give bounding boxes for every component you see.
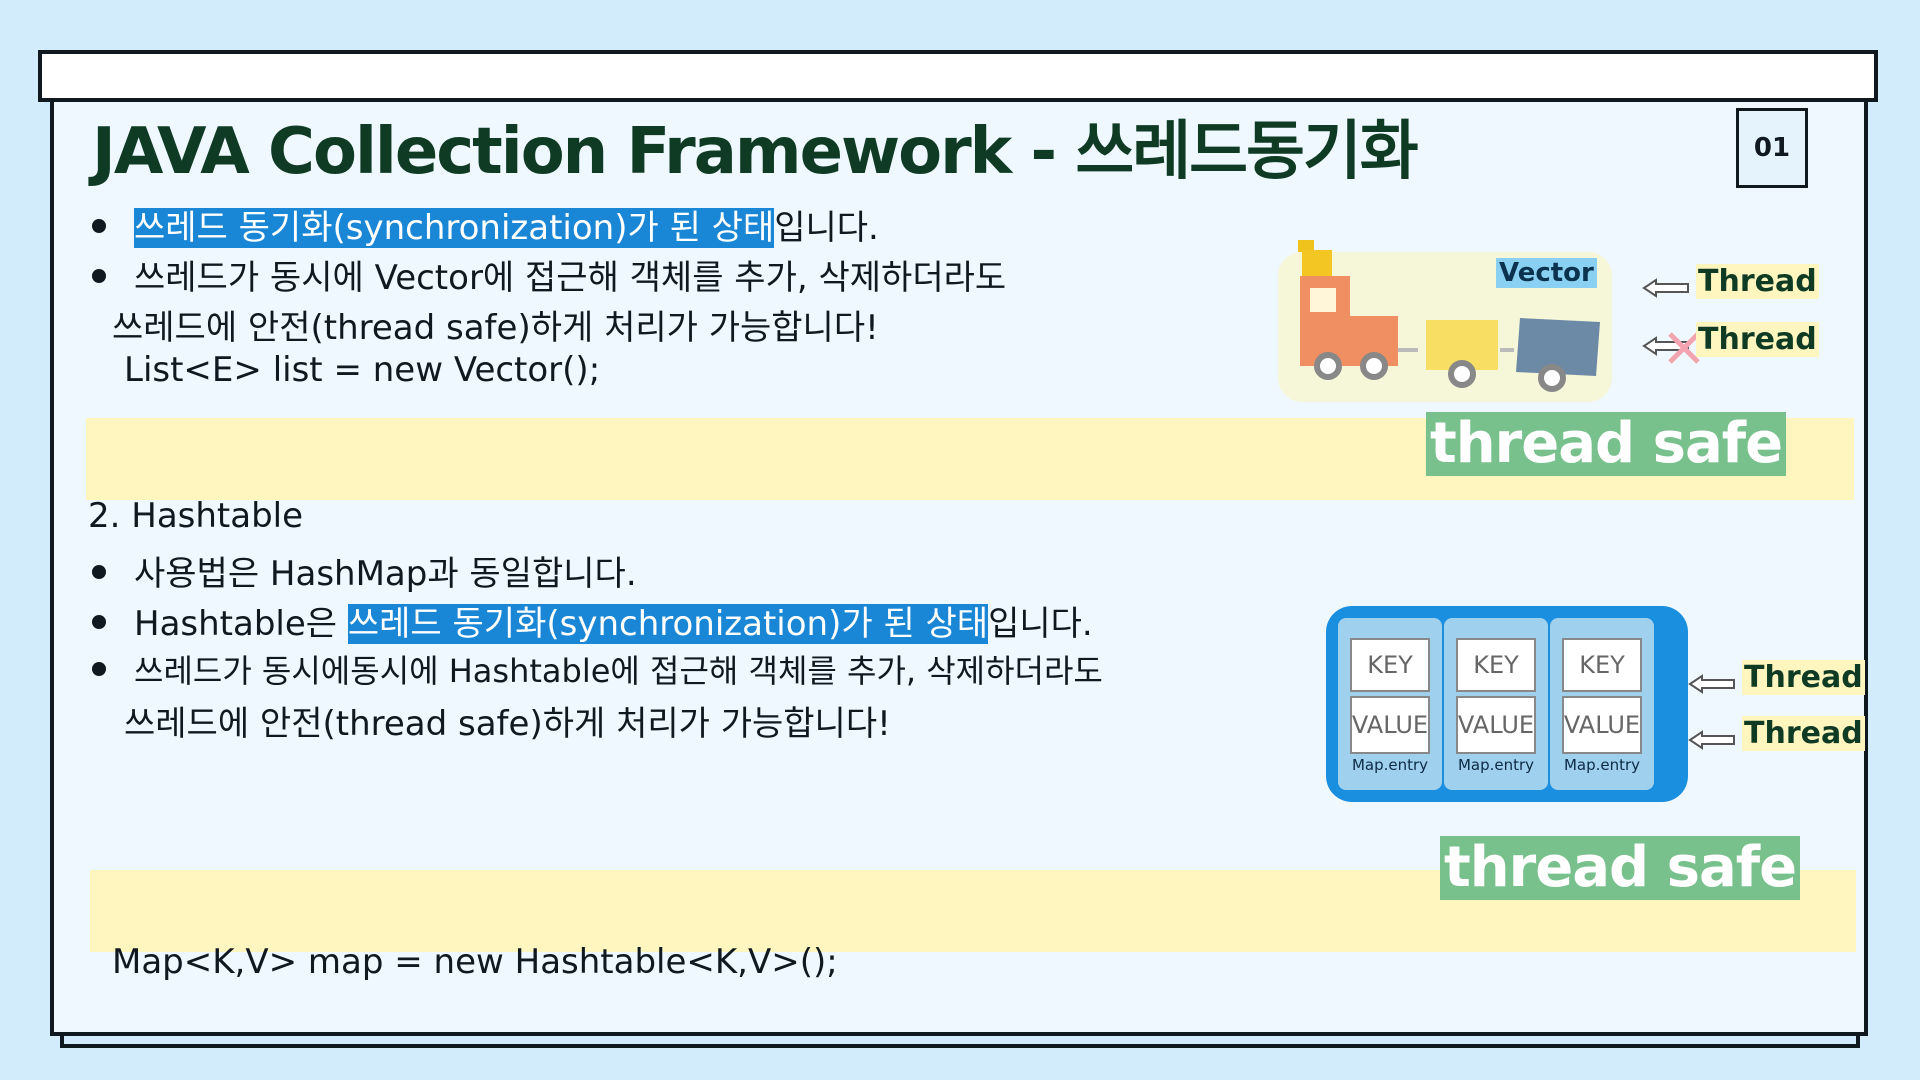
key-cell: KEY [1562, 638, 1642, 692]
map-entry-label: Map.entry [1457, 756, 1535, 774]
blocked-x-icon [1668, 332, 1700, 364]
sync-highlight: 쓰레드 동기화(synchronization)가 된 상태 [134, 208, 775, 248]
bullet-dot [92, 268, 106, 283]
value-cell: VALUE [1562, 696, 1642, 754]
left-arrow-icon [1688, 730, 1735, 750]
bullet-text: 입니다. [774, 208, 879, 248]
bullet-text: 쓰레드가 동시에 Vector에 접근해 객체를 추가, 삭제하더라도 [134, 258, 1007, 298]
map-entry-label: Map.entry [1563, 756, 1641, 774]
thread-tag-3: Thread [1742, 660, 1865, 695]
key-cell: KEY [1350, 638, 1430, 692]
thread-tag-4: Thread [1742, 716, 1865, 751]
bullet-dot [92, 614, 106, 629]
bullet-dot [92, 564, 106, 579]
bottom-frame-bar [60, 1036, 1860, 1048]
vector-label: Vector [1496, 258, 1597, 288]
bullet-text: 입니다. [988, 604, 1093, 644]
vector-bullet-2: 쓰레드가 동시에 Vector에 접근해 객체를 추가, 삭제하더라도 [92, 250, 1006, 299]
thread-safe-label: thread safe [1426, 412, 1787, 476]
bullet-dot [92, 218, 106, 233]
hashtable-bullet-2: Hashtable은 쓰레드 동기화(synchronization)가 된 상… [92, 596, 1093, 645]
vector-bullet-1: 쓰레드 동기화(synchronization)가 된 상태입니다. [92, 200, 879, 249]
value-cell: VALUE [1350, 696, 1430, 754]
bullet-text: Hashtable은 [134, 604, 348, 644]
train-icon [1298, 240, 1600, 392]
left-arrow-icon [1642, 278, 1689, 298]
bullet-dot [92, 661, 106, 676]
hashtable-bullet-3-cont: 쓰레드에 안전(thread safe)하게 처리가 가능합니다! [124, 704, 891, 744]
hashtable-bullet-1: 사용법은 HashMap과 동일합니다. [92, 546, 637, 595]
page-number-badge: 01 [1736, 108, 1808, 188]
thread-tag-2: Thread [1696, 322, 1819, 357]
vector-code: List<E> list = new Vector(); [124, 350, 601, 390]
map-entry: KEY VALUE Map.entry [1338, 618, 1442, 790]
page-title: JAVA Collection Framework - 쓰레드동기화 [92, 115, 1419, 189]
key-cell: KEY [1456, 638, 1536, 692]
value-cell: VALUE [1456, 696, 1536, 754]
map-entry: KEY VALUE Map.entry [1550, 618, 1654, 790]
sync-highlight: 쓰레드 동기화(synchronization)가 된 상태 [347, 604, 989, 644]
thread-tag-1: Thread [1696, 264, 1819, 299]
bullet-text: 사용법은 HashMap과 동일합니다. [134, 554, 637, 594]
map-entry-label: Map.entry [1351, 756, 1429, 774]
hashtable-code: Map<K,V> map = new Hashtable<K,V>(); [112, 942, 838, 982]
hashtable-bullet-3: 쓰레드가 동시에동시에 Hashtable에 접근해 객체를 추가, 삭제하더라… [92, 646, 1103, 692]
thread-safe-label: thread safe [1440, 836, 1801, 900]
left-arrow-icon [1688, 674, 1735, 694]
vector-bullet-2-cont: 쓰레드에 안전(thread safe)하게 처리가 가능합니다! [112, 308, 879, 348]
hashtable-heading: 2. Hashtable [88, 496, 304, 536]
map-entry: KEY VALUE Map.entry [1444, 618, 1548, 790]
top-frame-bar [38, 50, 1878, 102]
bullet-text: 쓰레드가 동시에동시에 Hashtable에 접근해 객체를 추가, 삭제하더라… [134, 652, 1103, 690]
